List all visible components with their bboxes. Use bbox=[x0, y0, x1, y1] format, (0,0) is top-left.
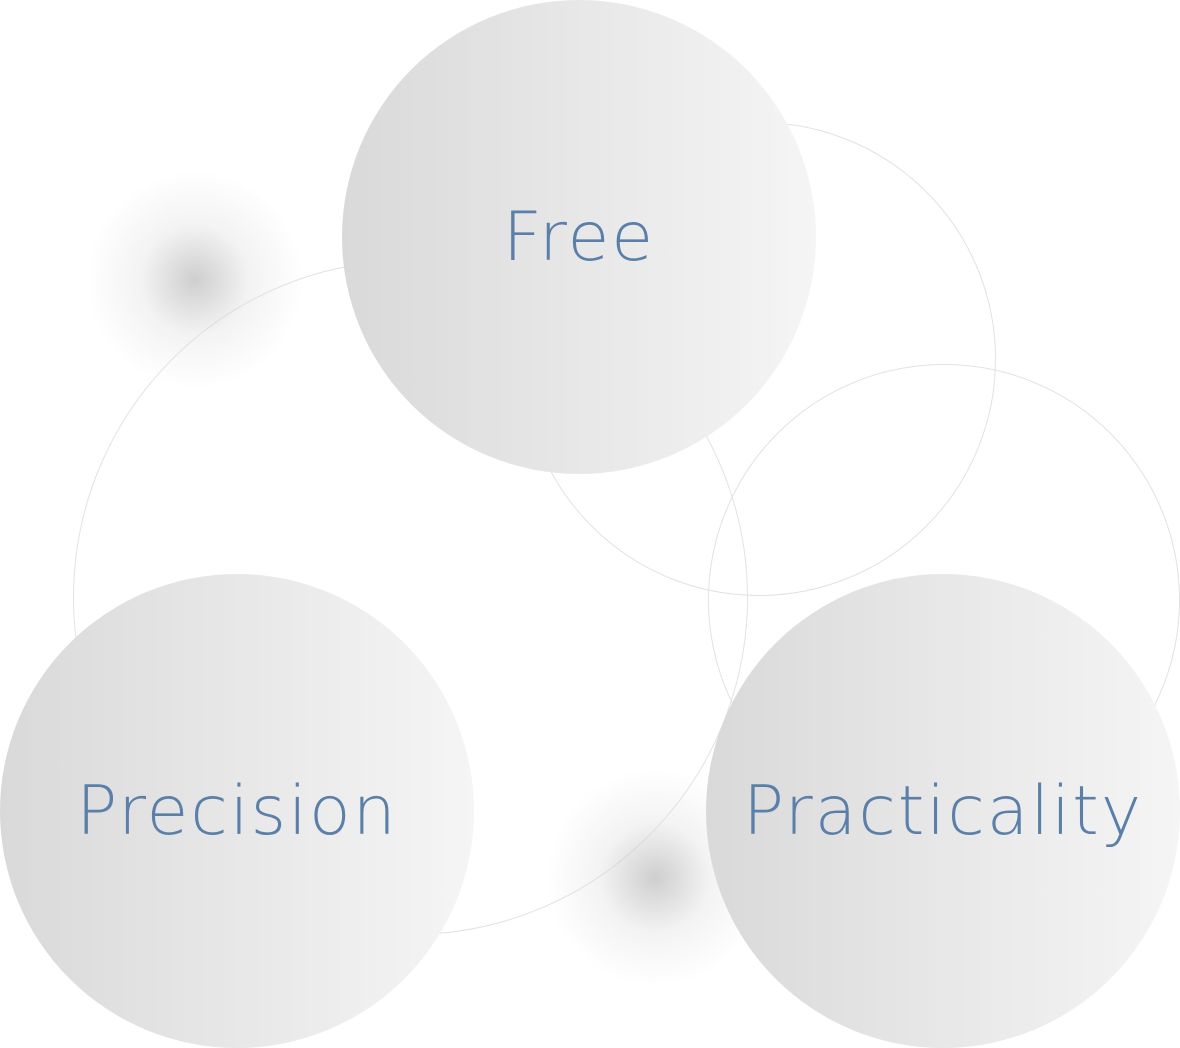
node-precision: Precision bbox=[0, 574, 474, 1048]
node-practicality: Practicality bbox=[706, 574, 1180, 1048]
node-label: Free bbox=[502, 197, 656, 277]
node-label: Practicality bbox=[742, 771, 1144, 851]
node-free: Free bbox=[342, 0, 816, 474]
node-label: Precision bbox=[76, 771, 398, 851]
soft-glow-dot bbox=[85, 170, 305, 390]
